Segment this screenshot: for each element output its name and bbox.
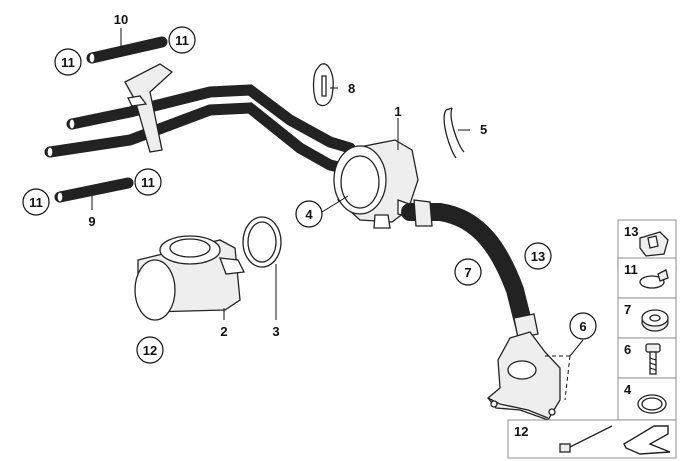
fuel-pipe-assembly — [44, 63, 356, 176]
callout-8: 8 — [348, 81, 355, 96]
hose-9 — [54, 177, 134, 203]
hose-10 — [86, 36, 168, 64]
callout-11-mid-right: 11 — [134, 168, 162, 196]
legend-4: 4 — [624, 382, 667, 414]
legend-12: 12 — [514, 424, 671, 455]
o-ring-3 — [242, 216, 282, 268]
filler-flange — [487, 331, 561, 421]
svg-text:4: 4 — [624, 382, 632, 397]
callout-2: 2 — [220, 324, 227, 339]
legend-11: 11 — [624, 262, 669, 289]
svg-text:12: 12 — [514, 424, 528, 439]
clip-8 — [312, 63, 334, 107]
callout-11-top-right: 11 — [168, 26, 196, 54]
callout-1: 1 — [394, 104, 401, 119]
callout-9: 9 — [88, 214, 95, 229]
callout-4: 4 — [295, 200, 323, 228]
direction-arrow-icon — [623, 425, 671, 455]
svg-text:7: 7 — [624, 302, 631, 317]
svg-text:11: 11 — [61, 55, 75, 70]
callout-11-top-left: 11 — [54, 48, 82, 76]
svg-text:13: 13 — [624, 224, 638, 239]
callout-12: 12 — [136, 336, 164, 364]
legend-13: 13 — [624, 224, 669, 257]
svg-text:11: 11 — [175, 33, 189, 48]
leader-lines — [91, 28, 584, 401]
legend-6: 6 — [624, 342, 661, 375]
fuel-hose — [401, 199, 539, 339]
plain-callouts: 10 8 1 5 9 2 3 — [88, 12, 487, 339]
callout-10: 10 — [114, 12, 128, 27]
legend-7: 7 — [624, 302, 669, 332]
callout-6: 6 — [569, 312, 597, 340]
svg-text:6: 6 — [579, 319, 586, 334]
circled-callouts: 11 11 11 11 4 7 13 6 — [22, 26, 597, 364]
pressure-regulator — [134, 235, 245, 321]
svg-text:11: 11 — [624, 262, 638, 277]
svg-text:7: 7 — [464, 265, 471, 280]
clip-5 — [443, 107, 465, 159]
callout-7: 7 — [454, 258, 482, 286]
callout-5: 5 — [480, 122, 487, 137]
parts-legend: 13 11 7 6 4 — [507, 219, 677, 459]
callout-13: 13 — [524, 242, 552, 270]
svg-text:11: 11 — [141, 175, 155, 190]
svg-text:6: 6 — [624, 342, 631, 357]
svg-text:12: 12 — [143, 343, 157, 358]
svg-text:4: 4 — [305, 207, 313, 222]
svg-text:13: 13 — [531, 249, 545, 264]
svg-text:11: 11 — [29, 195, 43, 210]
callout-3: 3 — [272, 324, 279, 339]
callout-11-mid-left: 11 — [22, 188, 50, 216]
